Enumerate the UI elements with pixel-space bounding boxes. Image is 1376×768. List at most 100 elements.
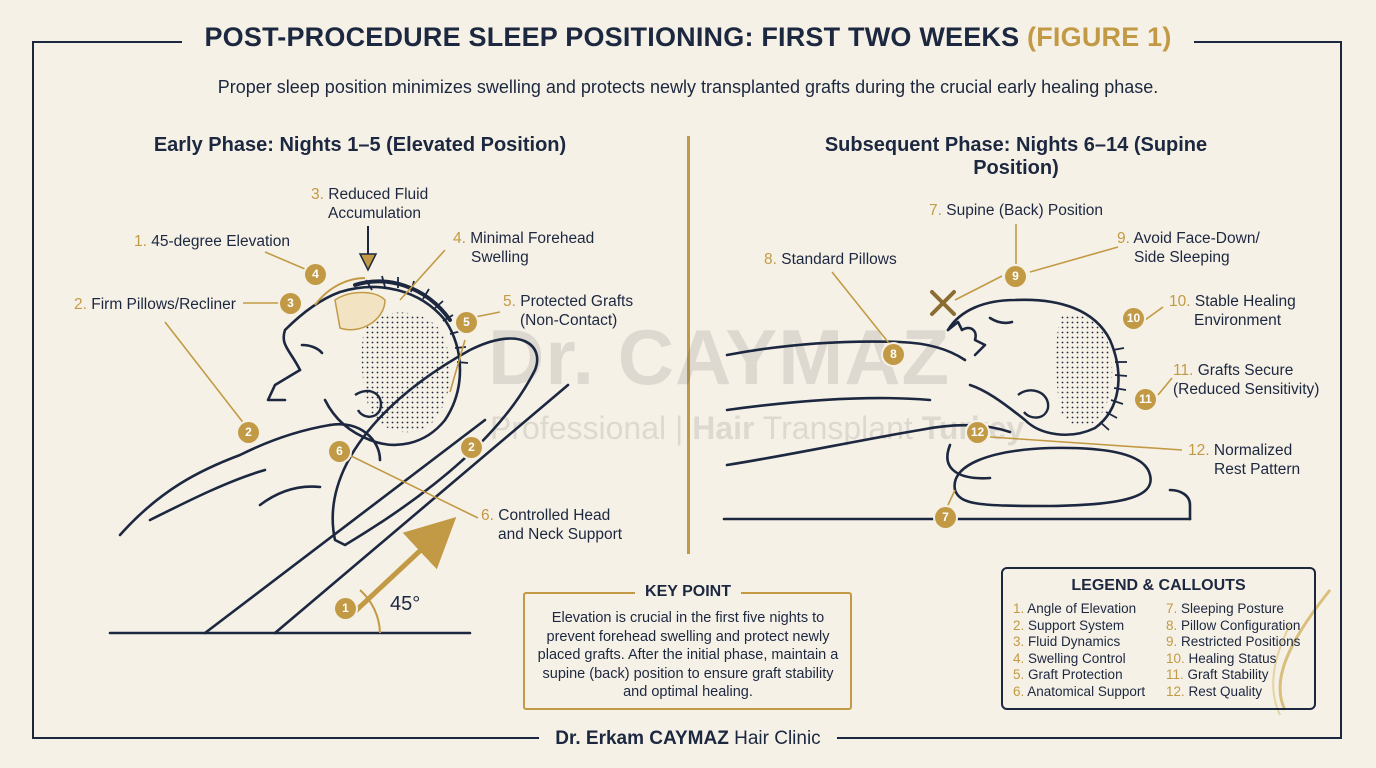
legend-label: Sleeping Posture xyxy=(1181,601,1284,616)
body-back xyxy=(118,423,332,537)
legend-label: Swelling Control xyxy=(1028,650,1126,666)
badge-3: 3 xyxy=(280,293,301,314)
legend-label: Fluid Dynamics xyxy=(1028,634,1121,650)
elevation-arrow xyxy=(346,516,457,620)
watermark-part: Professional | xyxy=(490,410,693,446)
callout-number: 6. xyxy=(481,507,494,524)
callout-text: Normalized xyxy=(1213,442,1293,459)
chest-line xyxy=(148,468,267,522)
forehead-area xyxy=(334,291,386,331)
arm-right xyxy=(725,396,932,412)
legend-number: 8. xyxy=(1166,617,1178,633)
callout-text: Firm Pillows/Recliner xyxy=(91,296,236,313)
callout-text: Accumulation xyxy=(328,205,422,222)
head-right xyxy=(946,298,1120,436)
callout-text: Reduced Fluid xyxy=(328,186,429,203)
ear-left xyxy=(354,389,383,418)
badge-8: 8 xyxy=(883,344,904,365)
legend-title: LEGEND & CALLOUTS xyxy=(1071,577,1246,594)
graft-area-right xyxy=(1056,314,1113,426)
callout-text: Protected Grafts xyxy=(520,293,634,310)
callout-number: 5. xyxy=(503,293,516,310)
torso-top xyxy=(725,340,967,362)
pillow-back xyxy=(946,443,992,480)
footer-clinic-suffix: Hair Clinic xyxy=(728,728,821,749)
legend-label: Support System xyxy=(1028,617,1125,633)
legend-item: 6. Anatomical Support xyxy=(1013,684,1145,701)
callout-9: 9. Avoid Face-Down/Side Sleeping xyxy=(1117,229,1260,267)
callout-text: Rest Pattern xyxy=(1214,461,1301,478)
badge-12: 12 xyxy=(967,422,988,443)
callout-text: Avoid Face-Down/ xyxy=(1133,230,1260,247)
callout-7: 7. Supine (Back) Position xyxy=(929,201,1103,220)
bed-edge xyxy=(1168,488,1192,521)
callout-1: 1. 45-degree Elevation xyxy=(134,232,290,251)
callout-2: 2. Firm Pillows/Recliner xyxy=(74,295,236,314)
callout-number: 8. xyxy=(764,251,777,268)
legend-item: 3. Fluid Dynamics xyxy=(1013,634,1145,651)
subtitle: Proper sleep position minimizes swelling… xyxy=(217,77,1159,97)
angle-label: 45° xyxy=(390,593,421,615)
legend-item: 12. Rest Quality xyxy=(1166,684,1300,701)
callout-11: 11. Grafts Secure(Reduced Sensitivity) xyxy=(1173,361,1319,399)
legend-label: Restricted Positions xyxy=(1181,634,1301,650)
reduced-fluid-arc xyxy=(314,277,366,306)
legend-number: 2. xyxy=(1013,617,1025,633)
legend-number: 12. xyxy=(1166,683,1185,699)
title-figure-label: (FIGURE 1) xyxy=(1027,22,1172,52)
legend-item: 10. Healing Status xyxy=(1166,651,1300,668)
callout-5: 5. Protected Grafts (Non-Contact) xyxy=(503,292,633,330)
footer-bar: Dr. Erkam CAYMAZ Hair Clinic xyxy=(0,728,1376,750)
face-profile xyxy=(266,368,302,402)
footer-clinic-name: Dr. Erkam CAYMAZ xyxy=(555,728,729,749)
callout-text: Swelling xyxy=(471,249,529,266)
watermark-part: Hair xyxy=(692,410,755,446)
legend-label: Angle of Elevation xyxy=(1027,601,1137,616)
callout-number: 12. xyxy=(1188,442,1210,459)
callout-number: 7. xyxy=(929,202,942,219)
title-main: POST-PROCEDURE SLEEP POSITIONING: FIRST … xyxy=(204,22,1020,52)
wedge-front xyxy=(273,383,570,635)
legend-label: Anatomical Support xyxy=(1027,683,1146,699)
callout-8: 8. Standard Pillows xyxy=(764,250,897,269)
legend-number: 10. xyxy=(1166,650,1185,666)
legend-item: 4. Swelling Control xyxy=(1013,651,1145,668)
legend-label: Graft Protection xyxy=(1028,667,1123,683)
legend-label: Healing Status xyxy=(1188,650,1277,666)
key-point-text: Elevation is crucial in the first five n… xyxy=(537,610,839,700)
footer-credit: Dr. Erkam CAYMAZ Hair Clinic xyxy=(539,728,837,750)
page-title: POST-PROCEDURE SLEEP POSITIONING: FIRST … xyxy=(182,22,1194,53)
pillow-right xyxy=(953,446,1152,508)
decorative-swoosh xyxy=(1272,624,1291,716)
callout-text: Grafts Secure xyxy=(1197,362,1294,379)
callout-text: Minimal Forehead xyxy=(470,230,595,247)
badge-7: 7 xyxy=(935,507,956,528)
badge-2: 2 xyxy=(238,422,259,443)
left-leader-lines xyxy=(164,249,501,519)
graft-spikes-left xyxy=(365,275,469,364)
arm-line xyxy=(258,485,322,507)
callout-text: (Non-Contact) xyxy=(520,312,618,329)
legend-item: 11. Graft Stability xyxy=(1166,667,1300,684)
legend-box xyxy=(1001,567,1316,710)
callout-number: 2. xyxy=(74,296,87,313)
badge-4: 4 xyxy=(305,264,326,285)
badge-11: 11 xyxy=(1135,389,1156,410)
callout-number: 3. xyxy=(311,186,324,203)
callout-text: Standard Pillows xyxy=(781,251,897,268)
legend-item: 2. Support System xyxy=(1013,618,1145,635)
legend-item: 8. Pillow Configuration xyxy=(1166,618,1300,635)
legend-label: Graft Stability xyxy=(1187,667,1269,683)
key-point-heading: KEY POINT xyxy=(635,583,741,601)
wedge-back xyxy=(203,418,487,635)
callout-text: Side Sleeping xyxy=(1134,249,1230,266)
callout-text: 45-degree Elevation xyxy=(151,233,290,250)
badge-5: 5 xyxy=(456,312,477,333)
callout-text: (Reduced Sensitivity) xyxy=(1173,381,1320,398)
callout-number: 1. xyxy=(134,233,147,250)
callout-number: 4. xyxy=(453,230,466,247)
supine-figure xyxy=(722,298,1192,521)
